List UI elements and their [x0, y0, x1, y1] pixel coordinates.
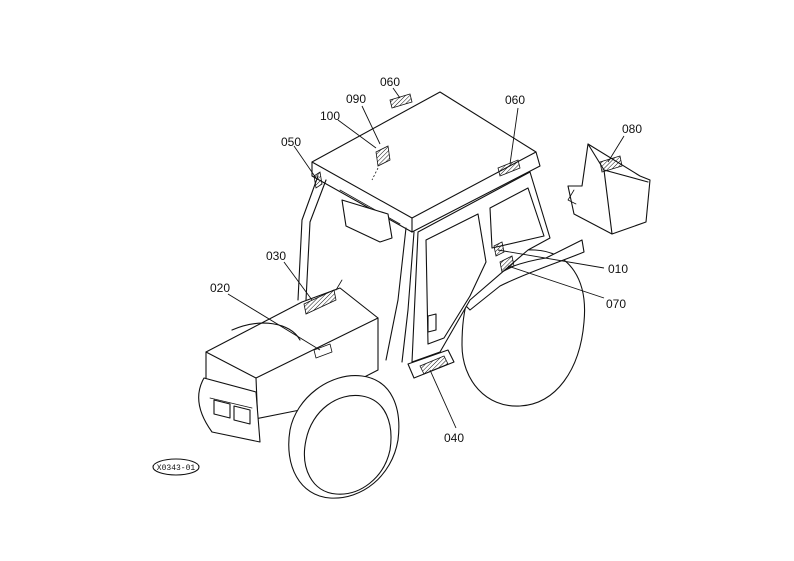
callout-080: 080: [622, 122, 642, 136]
callout-020: 020: [210, 281, 230, 295]
decal-010: [493, 241, 505, 257]
decal-050: [313, 171, 323, 189]
callout-040: 040: [444, 431, 464, 445]
callout-010: 010: [608, 262, 628, 276]
tractor-illustration: [198, 91, 651, 499]
decal-020: [313, 343, 333, 359]
decal-060-cab: [497, 159, 521, 177]
callout-100: 100: [320, 109, 340, 123]
leader-lines: [227, 87, 625, 429]
callout-090: 090: [346, 92, 366, 106]
front-wheel: [288, 375, 400, 499]
callout-060-roof: 060: [380, 75, 400, 89]
callout-070: 070: [606, 297, 626, 311]
decal-070: [499, 255, 515, 273]
decal-090: [375, 145, 391, 167]
grille: [198, 377, 261, 443]
callout-030: 030: [266, 249, 286, 263]
callout-060-cab: 060: [505, 93, 525, 107]
part-080: [567, 143, 651, 235]
decal-080: [599, 155, 623, 173]
reference-code: X0343-01: [157, 464, 196, 473]
decal-040: [419, 355, 449, 375]
decal-060-roof: [389, 93, 413, 109]
callout-labels: 060 090 100 050 060 080 030 020 010 070 …: [210, 75, 642, 445]
mirror: [341, 199, 393, 243]
cab: [297, 91, 551, 379]
callout-050: 050: [281, 135, 301, 149]
reference-code-badge: X0343-01: [152, 458, 200, 476]
decal-030: [303, 289, 337, 315]
